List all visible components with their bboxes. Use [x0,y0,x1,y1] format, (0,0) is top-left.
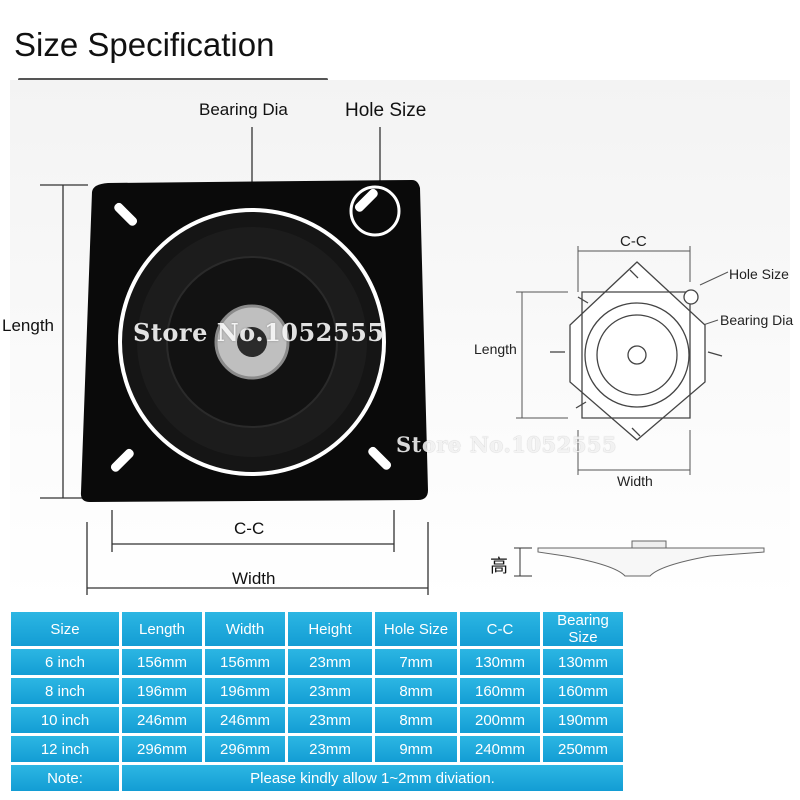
diagram-label-cc: C-C [620,233,647,250]
header-height: Height [288,612,372,646]
spec-table: Size Length Width Height Hole Size C-C B… [8,609,626,794]
cell-width: 156mm [205,649,285,675]
cell-cc: 160mm [460,678,540,704]
diagram-label-length: Length [474,341,517,357]
cell-cc: 240mm [460,736,540,762]
cell-size: 8 inch [11,678,119,704]
cell-bearing-size: 250mm [543,736,623,762]
cell-length: 196mm [122,678,202,704]
label-length: Length [2,316,54,335]
header-size: Size [11,612,119,646]
header-hole-size: Hole Size [375,612,457,646]
page-title: Size Specification [14,26,275,63]
watermark-1: Store No.1052555 [133,318,385,347]
label-hole-size: Hole Size [345,100,427,121]
note-label: Note: [11,765,119,791]
table-header-row: Size Length Width Height Hole Size C-C B… [11,612,623,646]
table-row: 12 inch 296mm 296mm 23mm 9mm 240mm 250mm [11,736,623,762]
cell-size: 12 inch [11,736,119,762]
diagram-label-width: Width [617,473,653,489]
cell-height: 23mm [288,736,372,762]
cell-bearing-size: 160mm [543,678,623,704]
cell-height: 23mm [288,707,372,733]
cell-hole-size: 8mm [375,678,457,704]
table-row: 6 inch 156mm 156mm 23mm 7mm 130mm 130mm [11,649,623,675]
cell-bearing-size: 190mm [543,707,623,733]
cell-hole-size: 8mm [375,707,457,733]
cell-size: 10 inch [11,707,119,733]
cell-height: 23mm [288,678,372,704]
cell-length: 246mm [122,707,202,733]
cell-hole-size: 7mm [375,649,457,675]
note-text: Please kindly allow 1~2mm diviation. [122,765,623,791]
header-bearing-size: Bearing Size [543,612,623,646]
cell-length: 296mm [122,736,202,762]
cell-bearing-size: 130mm [543,649,623,675]
header-cc: C-C [460,612,540,646]
table-note-row: Note: Please kindly allow 1~2mm diviatio… [11,765,623,791]
diagram-label-hole-size: Hole Size [729,266,789,282]
cell-cc: 130mm [460,649,540,675]
cell-width: 196mm [205,678,285,704]
cell-cc: 200mm [460,707,540,733]
table-row: 10 inch 246mm 246mm 23mm 8mm 200mm 190mm [11,707,623,733]
table-row: 8 inch 196mm 196mm 23mm 8mm 160mm 160mm [11,678,623,704]
cell-height: 23mm [288,649,372,675]
cell-width: 246mm [205,707,285,733]
diagram-label-height: 高 [490,556,508,577]
label-width: Width [232,569,276,588]
diagram-label-bearing-dia: Bearing Dia [720,312,794,328]
cell-width: 296mm [205,736,285,762]
header-width: Width [205,612,285,646]
label-cc: C-C [234,519,265,538]
header-length: Length [122,612,202,646]
hole-highlight-circle [349,185,401,237]
title-underline [18,78,328,81]
cell-size: 6 inch [11,649,119,675]
cell-length: 156mm [122,649,202,675]
cell-hole-size: 9mm [375,736,457,762]
label-bearing-dia: Bearing Dia [199,100,288,119]
watermark-2: Store No.1052555 [396,432,618,457]
